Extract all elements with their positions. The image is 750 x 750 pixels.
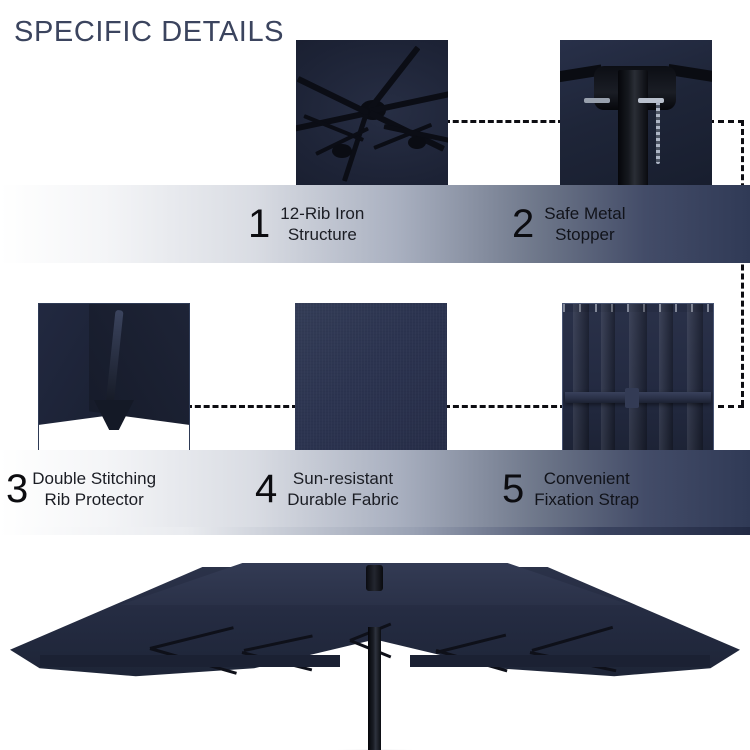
caption-band-row-2 bbox=[0, 450, 750, 528]
detail-photo-double-stitching bbox=[38, 303, 190, 461]
feature-label-2: Safe Metal Stopper bbox=[544, 203, 626, 244]
feature-caption-4: 4 Sun-resistant Durable Fabric bbox=[255, 450, 399, 528]
feature-label-5: Convenient Fixation Strap bbox=[534, 468, 640, 509]
detail-photo-durable-fabric bbox=[295, 303, 447, 461]
detail-photo-rib-structure bbox=[296, 40, 448, 198]
hero-mast-top bbox=[366, 565, 383, 591]
feature-label-1: 12-Rib Iron Structure bbox=[280, 203, 365, 244]
connector-3-to-4 bbox=[186, 405, 298, 408]
detail-photo-metal-stopper bbox=[560, 40, 712, 198]
feature-number-3: 3 bbox=[6, 467, 29, 511]
connector-2-to-right bbox=[708, 120, 744, 123]
metal-stopper-image bbox=[560, 40, 712, 198]
feature-caption-3: 3 Double Stitching Rib Protector bbox=[6, 450, 156, 528]
connector-4-to-5 bbox=[444, 405, 566, 408]
hero-top-shade bbox=[0, 527, 750, 535]
feature-caption-5: 5 Convenient Fixation Strap bbox=[502, 450, 639, 528]
feature-number-2: 2 bbox=[512, 202, 535, 246]
connector-right-vertical bbox=[741, 120, 744, 406]
feature-number-5: 5 bbox=[502, 467, 525, 511]
caption-band-row-1 bbox=[0, 185, 750, 263]
feature-label-4: Sun-resistant Durable Fabric bbox=[287, 468, 399, 509]
feature-caption-1: 1 12-Rib Iron Structure bbox=[248, 185, 364, 263]
hero-center-pole bbox=[368, 627, 381, 750]
feature-caption-2: 2 Safe Metal Stopper bbox=[512, 185, 626, 263]
hero-valance-right bbox=[410, 655, 710, 667]
connector-right-to-5 bbox=[708, 405, 744, 408]
double-stitching-image bbox=[39, 304, 189, 460]
rib-structure-image bbox=[296, 40, 448, 198]
page-title: SPECIFIC DETAILS bbox=[14, 16, 285, 48]
hero-product-photo bbox=[0, 527, 750, 750]
hero-valance-left bbox=[40, 655, 340, 667]
feature-number-4: 4 bbox=[255, 467, 278, 511]
feature-number-1: 1 bbox=[248, 202, 271, 246]
feature-label-3: Double Stitching Rib Protector bbox=[32, 468, 157, 509]
fixation-strap-image bbox=[563, 304, 713, 460]
durable-fabric-image bbox=[295, 303, 447, 461]
detail-photo-fixation-strap bbox=[562, 303, 714, 461]
connector-1-to-2 bbox=[444, 120, 564, 123]
